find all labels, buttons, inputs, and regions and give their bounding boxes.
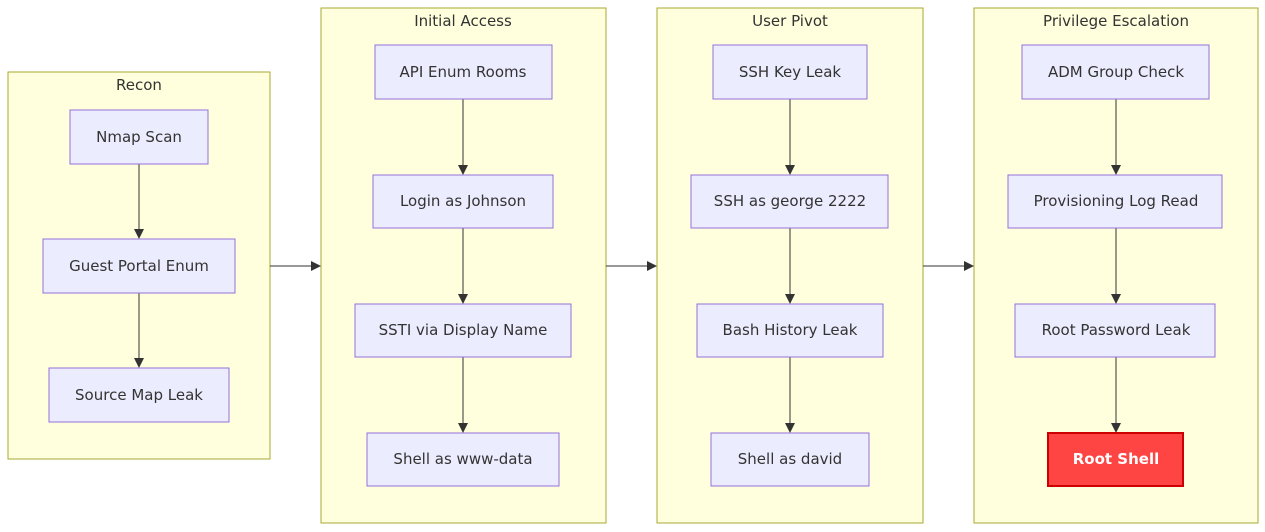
- node-login-as-johnson-label: Login as Johnson: [400, 192, 526, 210]
- node-adm-group-check[interactable]: ADM Group Check: [1021, 44, 1210, 100]
- node-nmap-scan[interactable]: Nmap Scan: [69, 109, 209, 165]
- node-nmap-scan-label: Nmap Scan: [96, 128, 182, 146]
- cluster-privilege-escalation-title: Privilege Escalation: [1043, 12, 1189, 30]
- node-provisioning-log-read[interactable]: Provisioning Log Read: [1007, 174, 1223, 229]
- node-source-map-leak[interactable]: Source Map Leak: [48, 367, 230, 423]
- node-ssh-key-leak-label: SSH Key Leak: [739, 63, 842, 81]
- node-api-enum-rooms-label: API Enum Rooms: [400, 63, 527, 81]
- node-guest-portal-enum-label: Guest Portal Enum: [69, 257, 209, 275]
- node-adm-group-check-label: ADM Group Check: [1048, 63, 1184, 81]
- node-bash-history-leak-label: Bash History Leak: [723, 321, 858, 339]
- node-login-as-johnson[interactable]: Login as Johnson: [372, 174, 554, 229]
- node-source-map-leak-label: Source Map Leak: [75, 386, 203, 404]
- node-api-enum-rooms[interactable]: API Enum Rooms: [374, 44, 553, 100]
- node-shell-as-david-label: Shell as david: [738, 450, 842, 468]
- cluster-initial-access-title: Initial Access: [414, 12, 512, 30]
- node-provisioning-log-read-label: Provisioning Log Read: [1034, 192, 1199, 210]
- node-shell-as-www-data-label: Shell as www-data: [393, 450, 532, 468]
- node-root-shell[interactable]: Root Shell: [1047, 432, 1184, 487]
- node-ssh-as-george-2222[interactable]: SSH as george 2222: [690, 174, 889, 229]
- node-ssh-key-leak[interactable]: SSH Key Leak: [712, 44, 868, 100]
- node-root-password-leak[interactable]: Root Password Leak: [1014, 303, 1216, 358]
- node-root-password-leak-label: Root Password Leak: [1042, 321, 1191, 339]
- node-ssh-as-george-2222-label: SSH as george 2222: [714, 192, 866, 210]
- node-guest-portal-enum[interactable]: Guest Portal Enum: [42, 238, 236, 294]
- cluster-user-pivot-title: User Pivot: [752, 12, 828, 30]
- node-ssti-via-display-name[interactable]: SSTI via Display Name: [354, 303, 572, 358]
- node-shell-as-www-data[interactable]: Shell as www-data: [366, 432, 560, 487]
- edges: [134, 99, 1121, 433]
- node-bash-history-leak[interactable]: Bash History Leak: [696, 303, 884, 358]
- node-ssti-via-display-name-label: SSTI via Display Name: [379, 321, 548, 339]
- node-shell-as-david[interactable]: Shell as david: [710, 432, 870, 487]
- cluster-recon-title: Recon: [116, 76, 162, 94]
- node-root-shell-label: Root Shell: [1073, 450, 1160, 468]
